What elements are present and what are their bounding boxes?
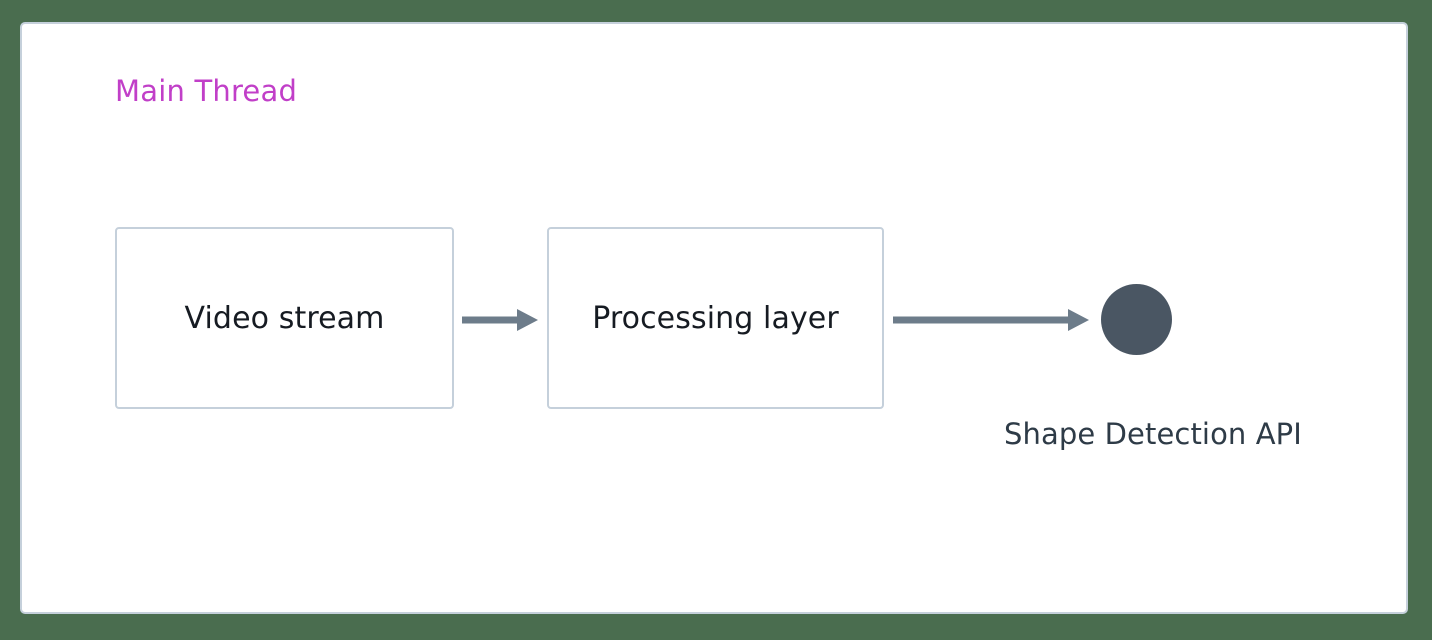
node-video-stream-label: Video stream (184, 300, 385, 336)
arrow-video-to-processing (462, 309, 538, 331)
arrow-shape (893, 309, 1089, 331)
node-shape-detection-api-label: Shape Detection API (1004, 417, 1302, 451)
node-processing-layer[interactable]: Processing layer (547, 227, 884, 409)
node-processing-layer-label: Processing layer (592, 300, 839, 336)
main-thread-title: Main Thread (115, 74, 298, 108)
arrow-processing-to-api (893, 309, 1089, 331)
arrow-shape (462, 309, 538, 331)
node-shape-detection-api[interactable] (1101, 284, 1172, 355)
node-video-stream[interactable]: Video stream (115, 227, 454, 409)
